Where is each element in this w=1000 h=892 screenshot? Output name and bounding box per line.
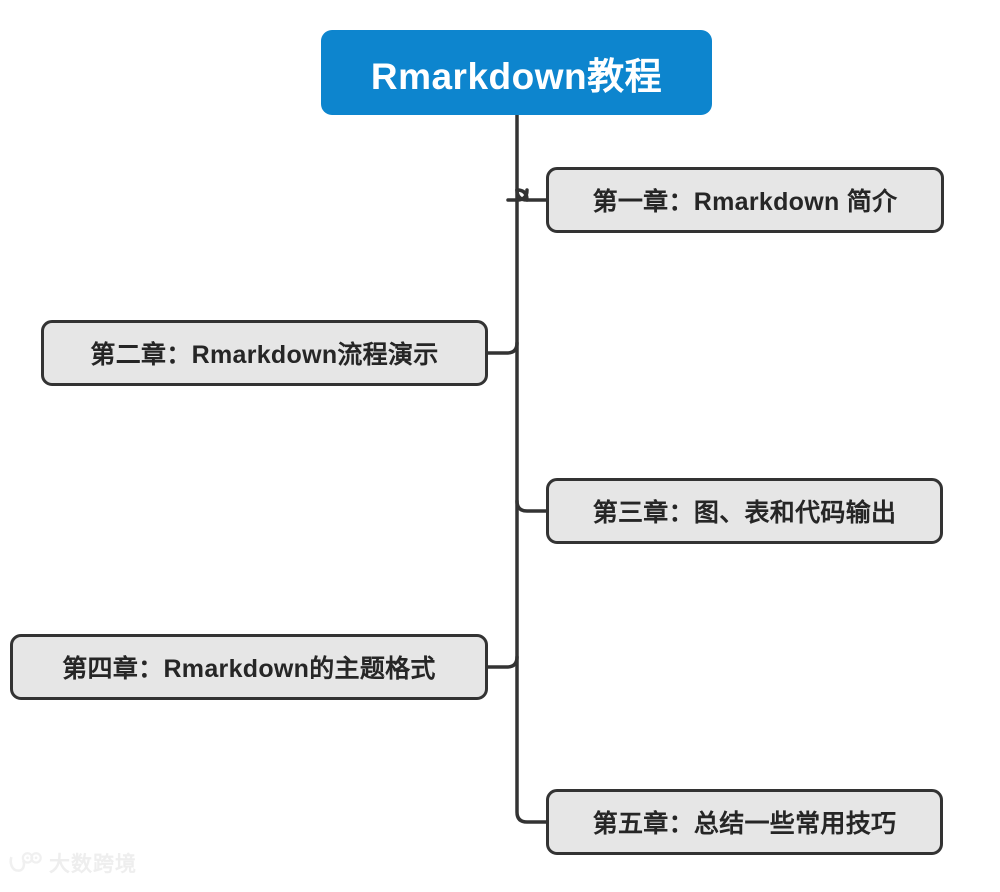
watermark-text: 大数跨境 — [49, 853, 137, 876]
branch-node-chapter-2-label: 第二章：Rmarkdown流程演示 — [90, 341, 439, 369]
branch-node-chapter-4-label: 第四章：Rmarkdown的主题格式 — [62, 655, 436, 683]
branch-node-chapter-3[interactable]: 第三章：图、表和代码输出 — [546, 478, 943, 544]
branch-node-chapter-5[interactable]: 第五章：总结一些常用技巧 — [546, 789, 943, 855]
root-node[interactable]: Rmarkdown教程 — [321, 30, 712, 115]
watermark: 大数跨境 — [8, 848, 137, 878]
branch-node-chapter-5-label: 第五章：总结一些常用技巧 — [592, 810, 897, 838]
root-node-label: Rmarkdown教程 — [370, 55, 663, 97]
branch-node-chapter-3-label: 第三章：图、表和代码输出 — [592, 499, 897, 527]
branch-node-chapter-1[interactable]: 第一章：Rmarkdown 简介 — [546, 167, 944, 233]
branch-node-chapter-1-label: 第一章：Rmarkdown 简介 — [592, 188, 898, 216]
branch-node-chapter-4[interactable]: 第四章：Rmarkdown的主题格式 — [10, 634, 488, 700]
branch-node-chapter-2[interactable]: 第二章：Rmarkdown流程演示 — [41, 320, 488, 386]
owl-logo-icon — [9, 852, 42, 872]
